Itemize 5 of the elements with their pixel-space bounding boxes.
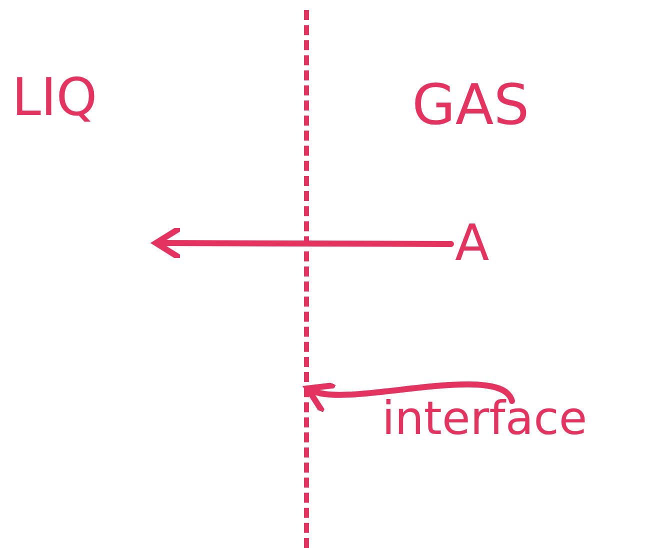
phase-label: GAS — [412, 78, 530, 134]
interface-label: interface — [382, 395, 588, 441]
interface-line — [304, 10, 309, 548]
species-label: A — [455, 218, 490, 268]
phase-label: LIQ — [12, 72, 98, 124]
